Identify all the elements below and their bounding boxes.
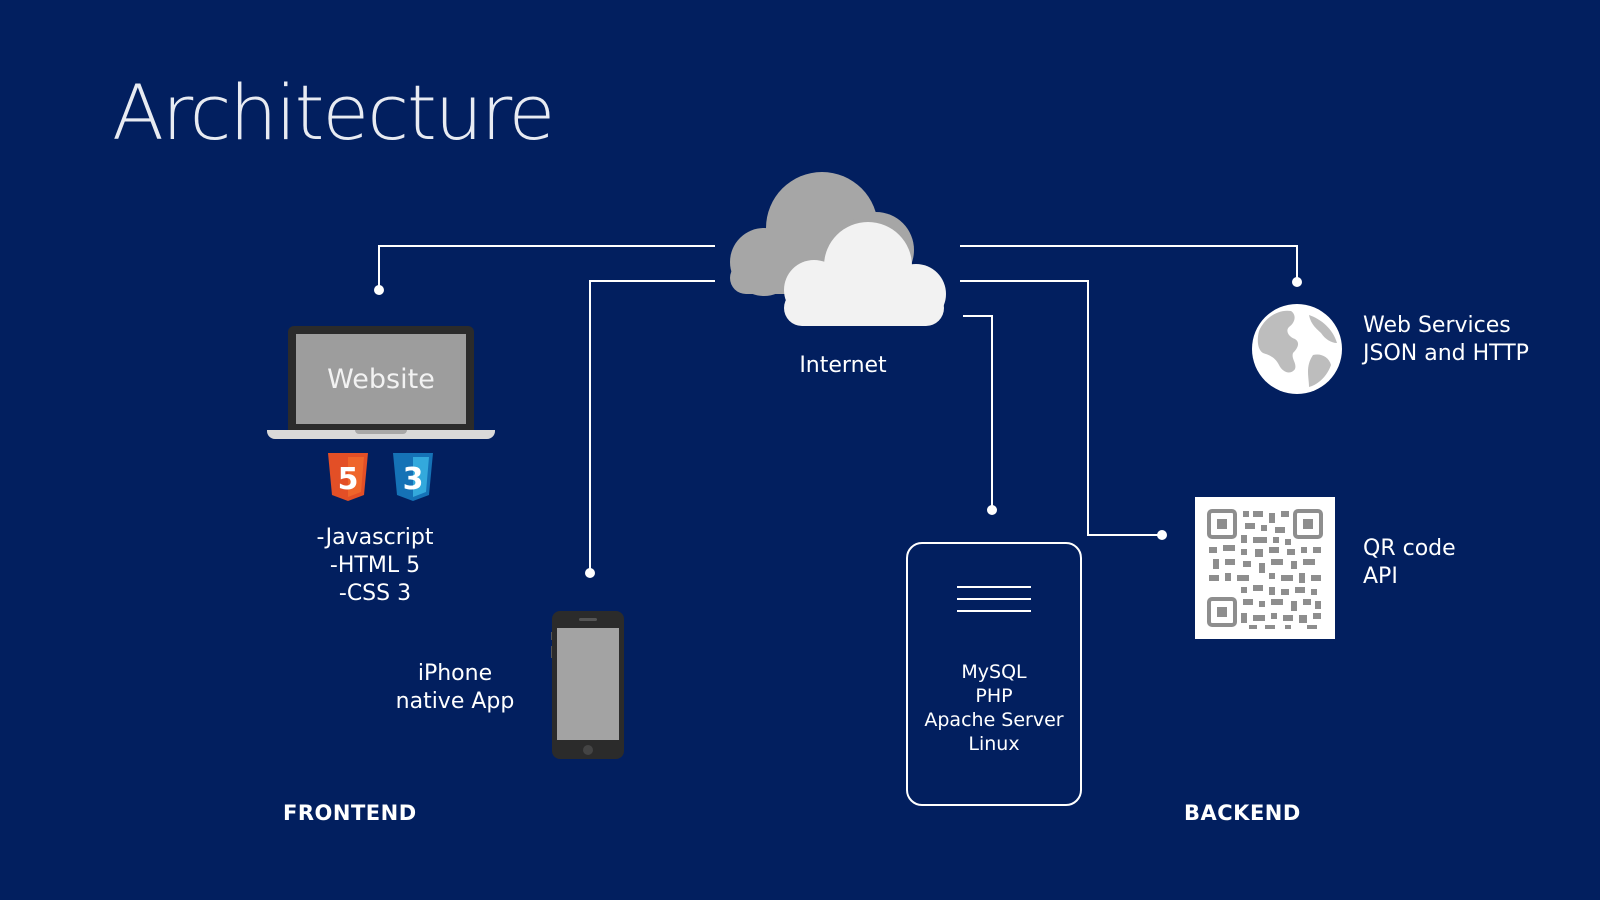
backend-section-label: BACKEND: [1184, 801, 1301, 825]
connector-dot-server: [987, 505, 997, 515]
laptop-screen: Website: [296, 334, 466, 424]
connector-website: [378, 245, 715, 290]
iphone-label-line: native App: [395, 689, 515, 714]
qr-code-icon: [1195, 497, 1335, 639]
iphone-label-line: iPhone: [417, 661, 493, 686]
server-stack-item: Linux: [968, 733, 1020, 755]
laptop-icon: Website: [267, 326, 495, 446]
connector-dot-iphone: [585, 568, 595, 578]
qr-code-label: QR code API: [1363, 535, 1523, 591]
server-stack-item: PHP: [975, 685, 1013, 707]
server-stack-list: MySQL PHP Apache Server Linux: [908, 660, 1080, 756]
website-screen-label: Website: [327, 363, 435, 395]
server-line: [957, 610, 1031, 612]
css3-icon: 3: [393, 453, 433, 501]
cloud-icon: [730, 172, 946, 326]
svg-text:3: 3: [403, 462, 424, 497]
connector-dot-web-services: [1292, 277, 1302, 287]
web-services-line: Web Services: [1363, 313, 1511, 338]
qr-code-line: QR code: [1363, 536, 1456, 561]
svg-text:5: 5: [338, 462, 359, 497]
tech-item: -Javascript: [316, 525, 434, 550]
tech-item: -CSS 3: [338, 581, 412, 606]
connector-iphone: [589, 280, 715, 573]
slide-title: Architecture: [112, 68, 555, 157]
connector-server: [963, 315, 993, 510]
frontend-section-label: FRONTEND: [283, 801, 417, 825]
html5-icon: 5: [328, 453, 368, 501]
iphone-icon: [551, 611, 624, 759]
iphone-label: iPhone native App: [390, 660, 520, 716]
server-box: MySQL PHP Apache Server Linux: [906, 542, 1082, 806]
server-stack-item: MySQL: [961, 661, 1027, 683]
qr-code-line: API: [1363, 564, 1398, 589]
connector-dot-website: [374, 285, 384, 295]
server-line: [957, 598, 1031, 600]
connector-dot-qr: [1157, 530, 1167, 540]
globe-icon: [1252, 304, 1342, 394]
web-services-line: JSON and HTTP: [1363, 341, 1529, 366]
web-services-label: Web Services JSON and HTTP: [1363, 312, 1563, 368]
internet-label: Internet: [799, 353, 887, 378]
server-line: [957, 586, 1031, 588]
tech-item: -HTML 5: [329, 553, 421, 578]
connector-qr: [960, 280, 1162, 536]
website-tech-list: -Javascript -HTML 5 -CSS 3: [290, 524, 460, 608]
connector-web-services: [960, 245, 1298, 282]
server-stack-item: Apache Server: [924, 709, 1064, 731]
